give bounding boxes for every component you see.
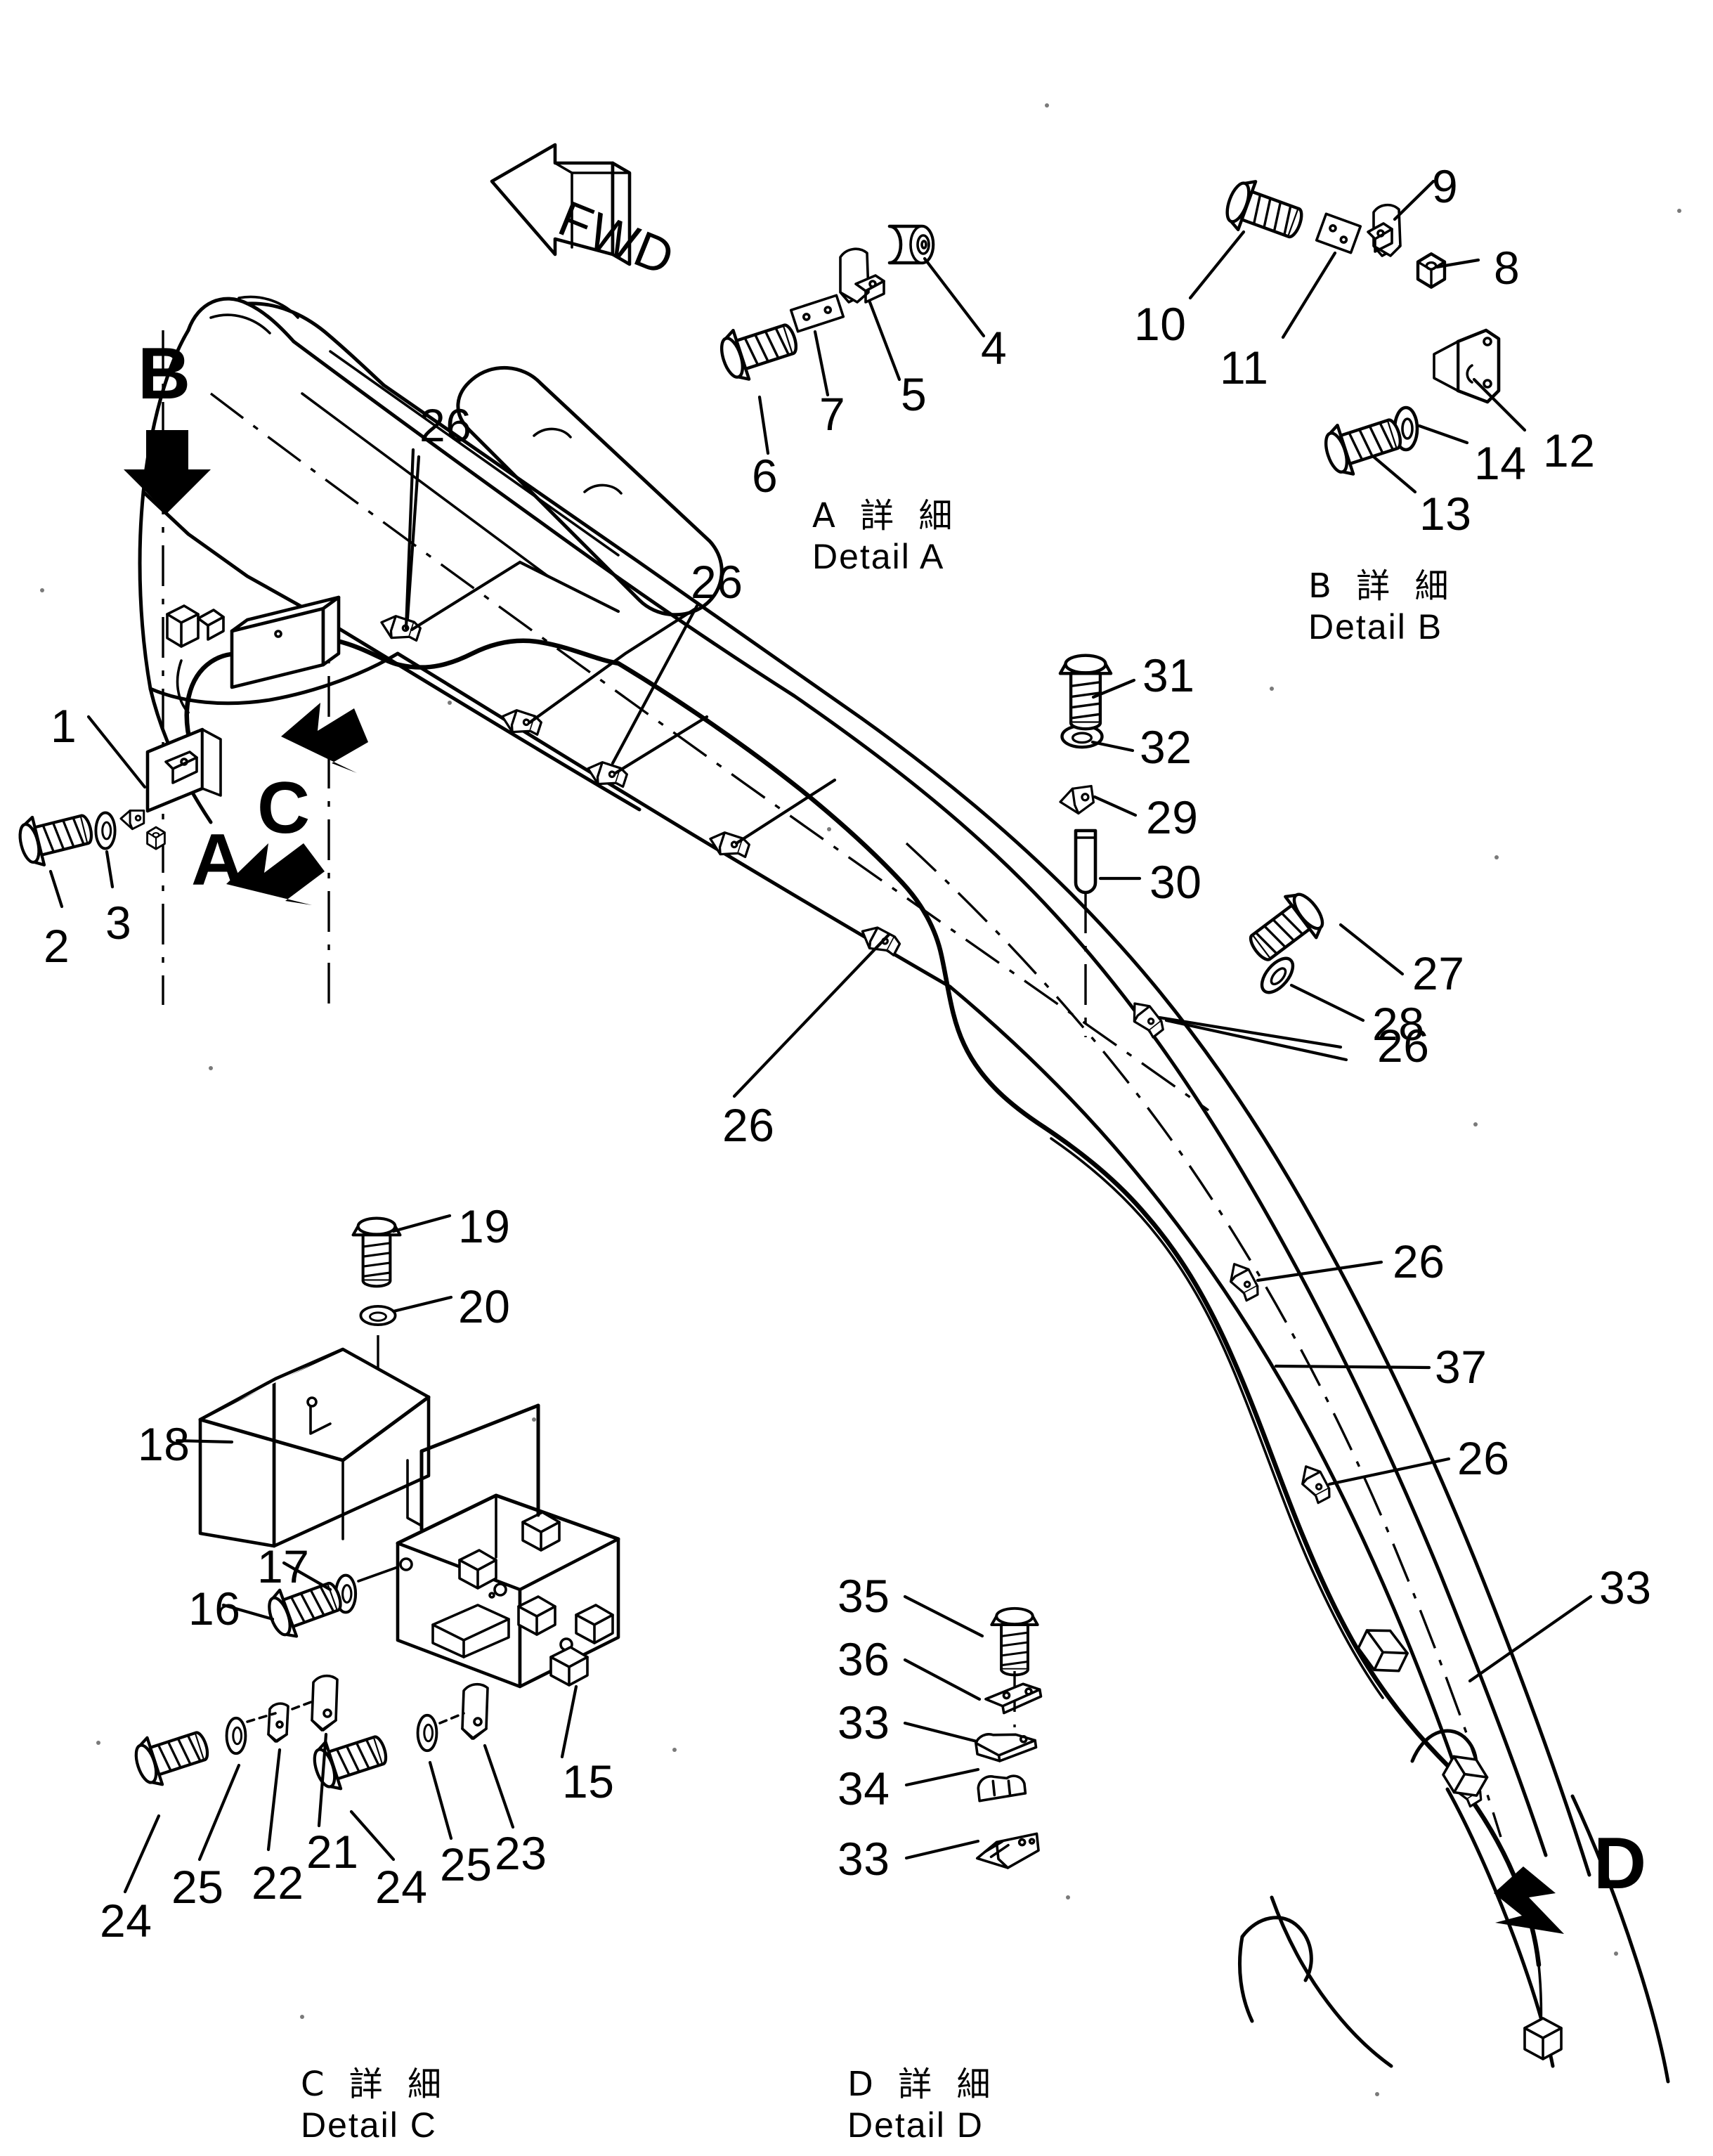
callout-33-d1: 33 [838,1696,890,1748]
callout-31: 31 [1142,649,1195,701]
callout-1: 1 [51,700,77,752]
callout-26-a: 26 [419,399,472,451]
callout-4: 4 [981,322,1008,374]
callout-27: 27 [1412,947,1465,999]
callout-9: 9 [1432,160,1459,212]
detail-caption-b: B 詳 細 Detail B [1308,566,1455,648]
callout-34: 34 [838,1762,890,1814]
callout-29: 29 [1146,791,1199,843]
callout-14: 14 [1474,437,1527,489]
callout-20: 20 [458,1280,511,1332]
detail-caption-a-en: Detail A [812,536,945,576]
detail-caption-b-en: Detail B [1308,606,1443,647]
callout-25-left: 25 [171,1861,224,1913]
callout-23: 23 [495,1827,547,1879]
callout-26-b: 26 [691,556,743,608]
callout-26-f: 26 [1457,1432,1510,1484]
callout-18: 18 [138,1418,190,1470]
callout-21: 21 [306,1826,359,1878]
view-letter-a: A [191,819,245,901]
callout-11: 11 [1220,342,1269,394]
callout-35: 35 [838,1570,890,1622]
callout-32: 32 [1140,721,1192,773]
callout-10: 10 [1134,298,1187,350]
callout-7: 7 [819,388,846,440]
view-letter-c: C [257,767,311,849]
callout-24-right: 24 [375,1861,428,1913]
callout-13: 13 [1419,488,1472,540]
callout-26-d: 26 [1377,1020,1430,1072]
callout-6: 6 [752,450,779,502]
callout-24-left: 24 [100,1895,152,1947]
detail-caption-a: A 詳 細 Detail A [812,496,959,578]
callout-36: 36 [838,1633,890,1685]
callout-22: 22 [252,1857,304,1909]
callout-8: 8 [1494,242,1520,294]
callout-3: 3 [105,897,132,949]
callout-25-right: 25 [440,1838,493,1890]
callout-33-main: 33 [1599,1561,1652,1613]
detail-caption-d-jp: D 詳 細 [847,2065,998,2104]
callout-17: 17 [257,1540,310,1592]
callout-12: 12 [1543,424,1596,476]
callout-28: 28 [1372,998,1425,1050]
callout-26-e: 26 [1393,1235,1445,1287]
detail-caption-a-jp: A 詳 細 [812,496,960,535]
callout-37: 37 [1435,1341,1487,1393]
detail-caption-c: C 詳 細 Detail C [301,2065,448,2146]
callout-5: 5 [901,368,927,420]
callout-30: 30 [1149,856,1202,908]
callout-15: 15 [562,1755,615,1807]
callout-33-d2: 33 [838,1833,890,1885]
detail-caption-b-jp: B 詳 細 [1308,566,1456,606]
callout-2: 2 [44,920,70,972]
callout-16: 16 [188,1583,241,1635]
detail-caption-d-en: Detail D [847,2105,984,2145]
view-letter-b: B [138,333,191,415]
detail-caption-c-en: Detail C [301,2105,437,2145]
view-letter-d: D [1594,1823,1647,1904]
callout-19: 19 [458,1200,511,1252]
detail-caption-d: D 詳 細 Detail D [847,2065,997,2146]
detail-caption-c-jp: C 詳 細 [301,2065,449,2104]
callout-26-c: 26 [722,1099,775,1151]
